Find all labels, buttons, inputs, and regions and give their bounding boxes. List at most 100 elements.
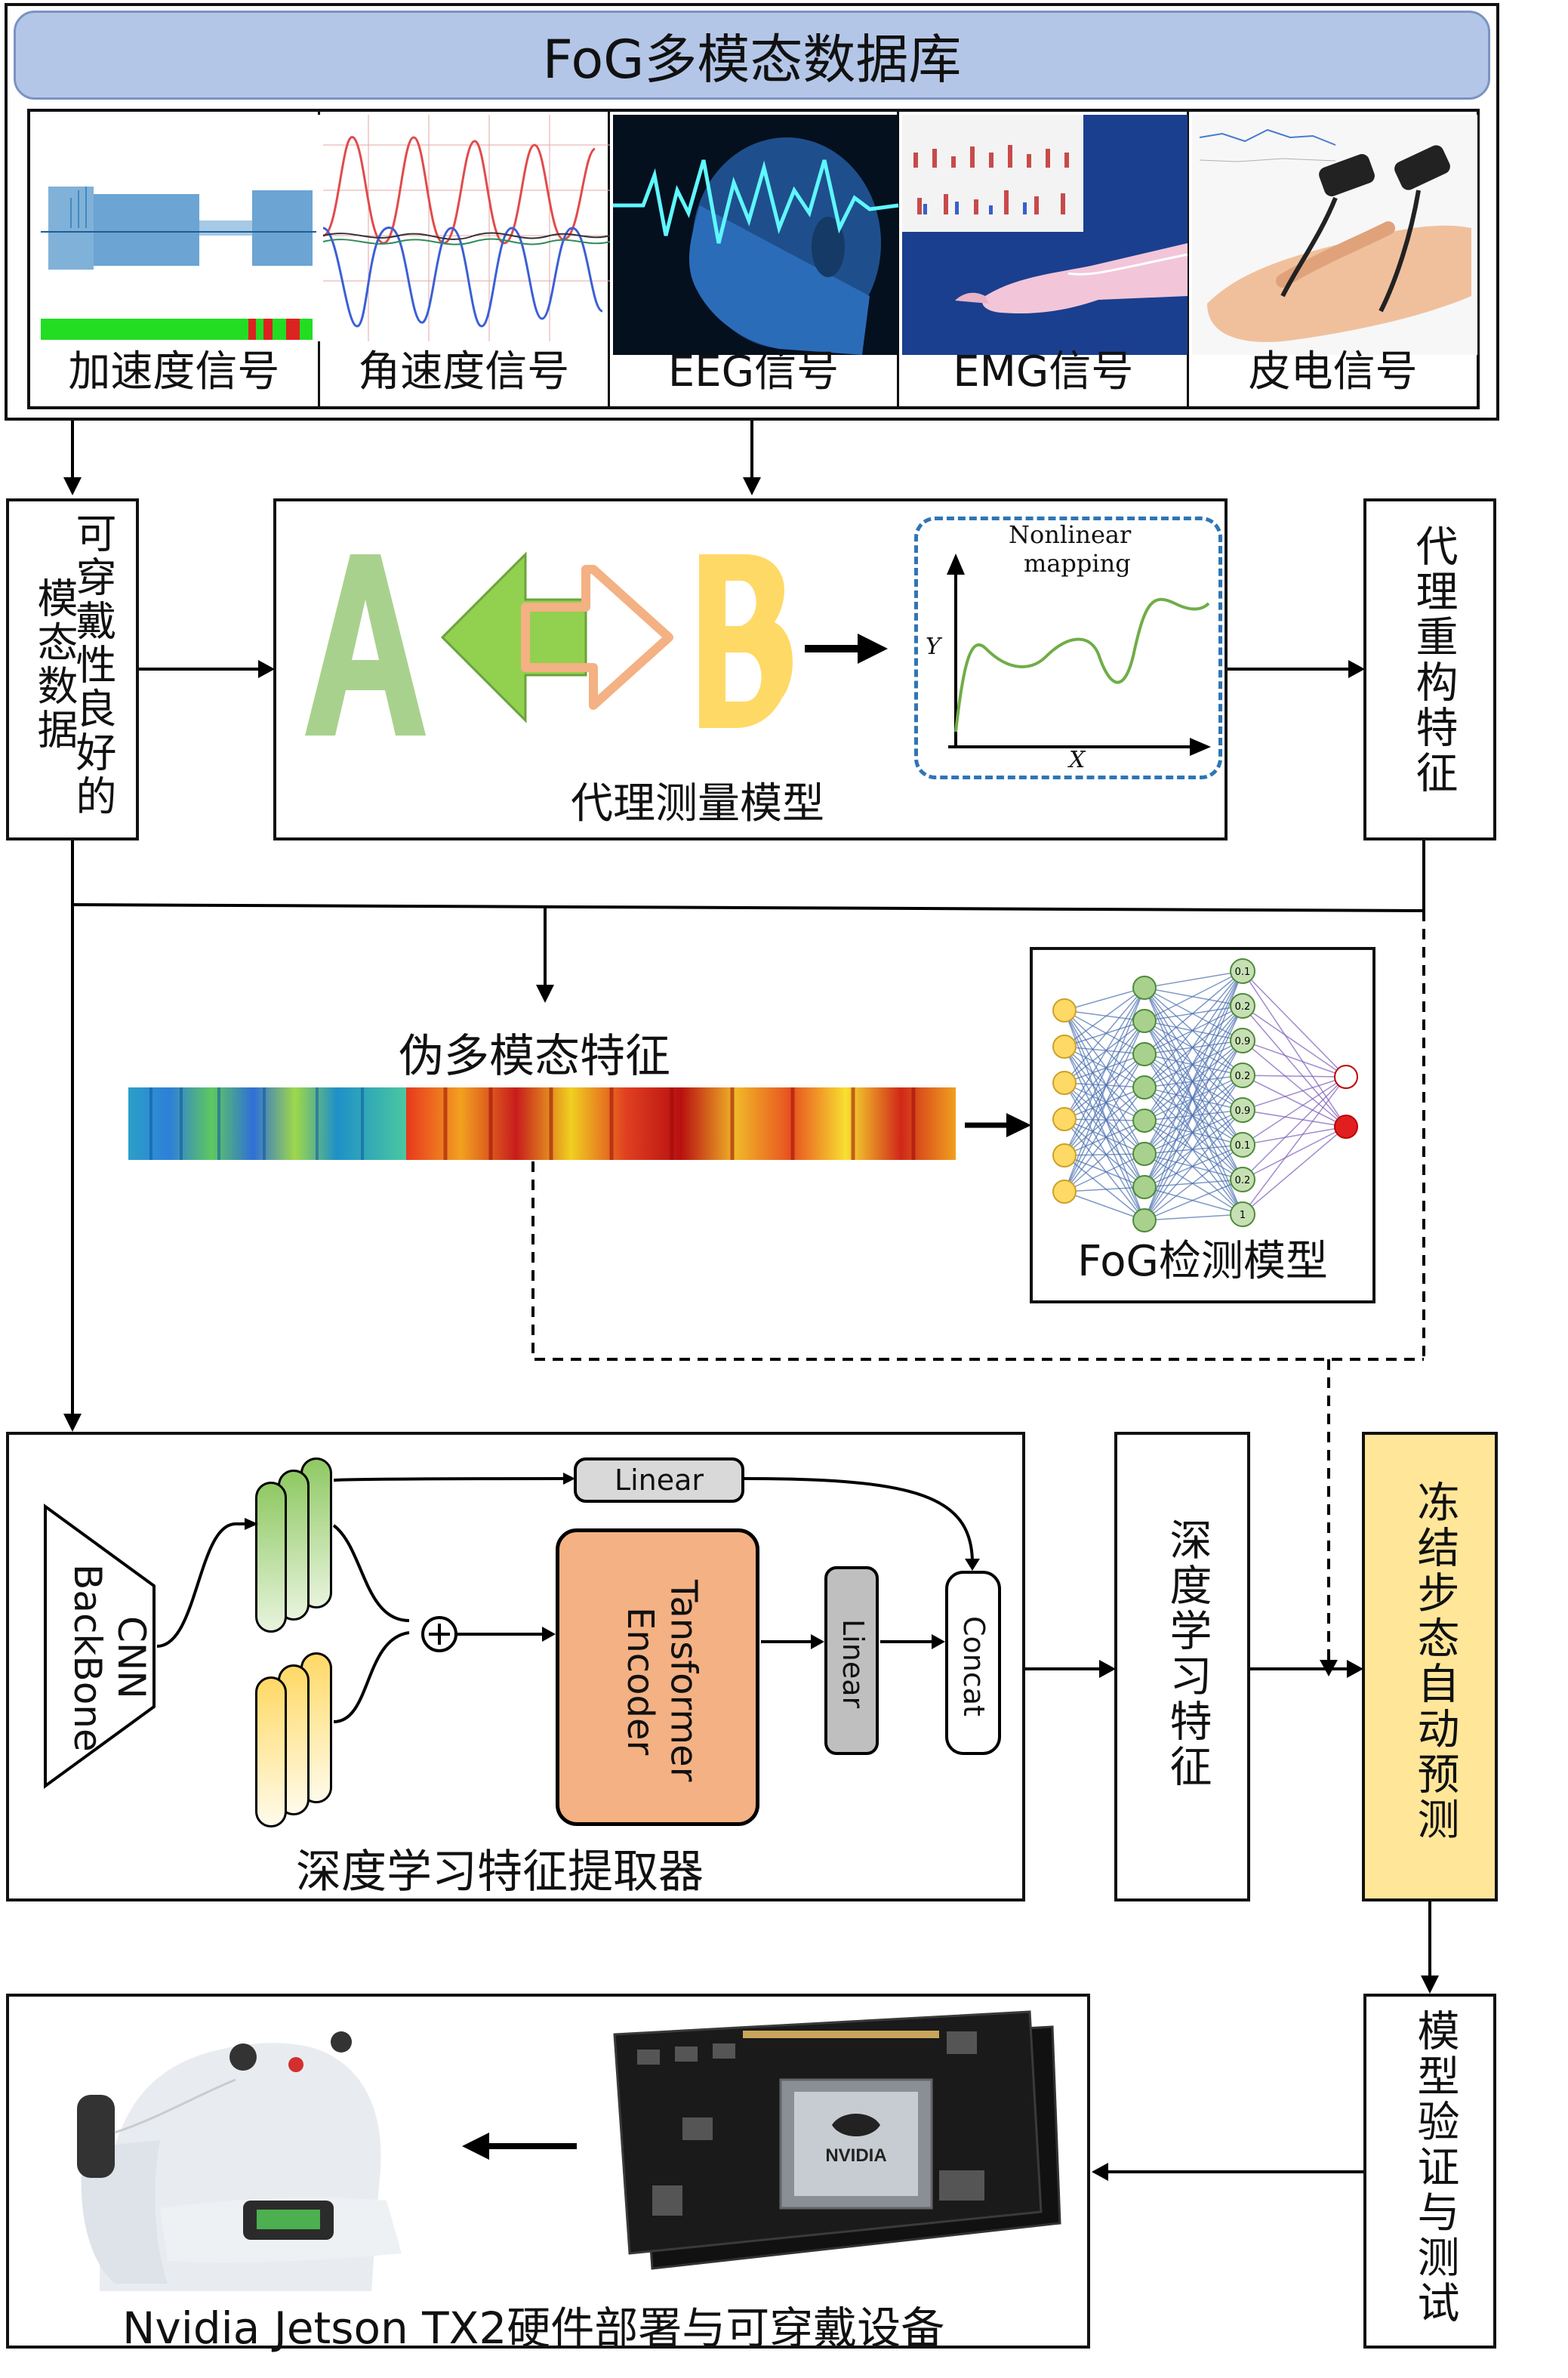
nn-edge xyxy=(1144,987,1243,1111)
nn-node xyxy=(1132,1042,1157,1066)
nn-node xyxy=(1052,1107,1077,1131)
nn-edge xyxy=(1144,1020,1243,1041)
signal-cell-acceleration: 加速度信号 xyxy=(30,112,320,406)
nn-edge xyxy=(1064,987,1145,1011)
prediction-box: 冻结步态自动预测 xyxy=(1362,1432,1498,1901)
nn-node xyxy=(1132,976,1157,1000)
nn-edge xyxy=(1064,1053,1145,1120)
nn-node xyxy=(1230,1063,1255,1088)
reconstructed-feature-label: 代理重构特征 xyxy=(1409,524,1458,796)
nn-edge xyxy=(1144,1053,1243,1076)
nn-edge xyxy=(1242,1126,1347,1146)
nn-edge xyxy=(1064,1053,1145,1084)
nn-edge xyxy=(1064,1046,1145,1088)
bidirectional-arrow-icon xyxy=(440,551,673,723)
nn-node xyxy=(1230,1028,1255,1053)
nn-node xyxy=(1230,958,1255,984)
nn-edge xyxy=(1144,1053,1243,1111)
board-brand-label: NVIDIA xyxy=(825,2145,886,2166)
nn-edge xyxy=(1064,1120,1145,1156)
mapping-title-line2: mapping xyxy=(1024,549,1131,578)
nn-edge xyxy=(1064,987,1145,1084)
nn-edge xyxy=(1064,1020,1145,1084)
nn-edge xyxy=(1242,1005,1347,1127)
nn-node-value: 0.9 xyxy=(1235,1106,1251,1117)
nn-edge xyxy=(1064,1010,1145,1188)
yellow-feature-block-1 xyxy=(255,1676,287,1827)
nn-edge xyxy=(1064,1010,1145,1121)
nn-edge xyxy=(1064,1010,1145,1088)
signal-cell-angular-velocity: 角速度信号 xyxy=(320,112,611,406)
nn-edge xyxy=(1144,1144,1243,1155)
nn-edge xyxy=(1064,1010,1145,1055)
cnn-backbone-label: CNN BackBone xyxy=(66,1563,153,1752)
axis-y-label: Y xyxy=(926,634,941,660)
signal-cell-emg: EMG信号 xyxy=(899,112,1190,406)
nn-node xyxy=(1230,993,1255,1019)
nn-edge xyxy=(1064,987,1145,1120)
signal-cell-gsr: 皮电信号 xyxy=(1189,112,1478,406)
nn-edge xyxy=(1064,1118,1145,1155)
proxy-model-box: Nonlinear mapping Y X 代理测量模型 xyxy=(273,498,1228,840)
nn-node xyxy=(1052,1143,1077,1167)
nn-edge xyxy=(1242,1005,1347,1078)
gsr-hand-icon xyxy=(1192,115,1478,355)
eeg-head-icon xyxy=(612,115,898,355)
nn-edge xyxy=(1144,970,1243,1055)
validation-label: 模型验证与测试 xyxy=(1410,2009,1459,2326)
wearable-data-label-line1: 可穿戴性良好的 xyxy=(69,512,116,819)
nn-edge xyxy=(1064,1020,1145,1047)
mapping-title-line1: Nonlinear xyxy=(1009,520,1132,549)
deep-feature-box: 深度学习特征 xyxy=(1114,1432,1250,1901)
nn-edge xyxy=(1064,1053,1145,1156)
nn-edge xyxy=(1064,1010,1145,1022)
concat-label: Concat xyxy=(957,1615,990,1716)
nn-node xyxy=(1334,1065,1358,1089)
nn-edge xyxy=(1144,987,1243,1041)
nn-node-value: 1 xyxy=(1240,1210,1246,1221)
nn-edge xyxy=(1242,1076,1347,1215)
nn-node xyxy=(1132,1075,1157,1100)
nn-edge xyxy=(1242,970,1347,1078)
concat-box: Concat xyxy=(945,1571,1001,1755)
nn-edge xyxy=(1064,987,1145,1156)
nn-edge xyxy=(1064,1046,1145,1121)
validation-box: 模型验证与测试 xyxy=(1363,1994,1496,2349)
letter-b-icon xyxy=(699,554,793,728)
right-arrow-icon xyxy=(805,634,888,664)
signal-label-gsr: 皮电信号 xyxy=(1248,347,1418,396)
fog-detection-label: FoG检测模型 xyxy=(1077,1237,1328,1286)
deployment-label: Nvidia Jetson TX2硬件部署与可穿戴设备 xyxy=(122,2302,945,2354)
heatmap-to-model-arrow xyxy=(965,1113,1031,1137)
proxy-model-label: 代理测量模型 xyxy=(571,779,824,828)
jetson-board-icon: NVIDIA xyxy=(613,2010,1061,2270)
signal-label-emg: EMG信号 xyxy=(953,347,1134,396)
nn-edge xyxy=(1144,1075,1243,1088)
cnn-backbone-trapezoid xyxy=(44,1504,156,1789)
nn-edge xyxy=(1242,1040,1347,1127)
nn-node xyxy=(1052,998,1077,1022)
nn-edge xyxy=(1144,1109,1243,1121)
nn-edge xyxy=(1242,1075,1347,1127)
nn-node xyxy=(1230,1132,1255,1158)
linear-vertical-box: Linear xyxy=(824,1566,879,1755)
deep-feature-label: 深度学习特征 xyxy=(1163,1518,1212,1790)
nn-node xyxy=(1334,1115,1358,1139)
nn-edge xyxy=(1064,1087,1145,1120)
nn-edge xyxy=(1144,970,1243,1188)
reconstructed-feature-box: 代理重构特征 xyxy=(1363,498,1496,840)
green-feature-block-1 xyxy=(255,1482,287,1633)
nn-edge xyxy=(1064,987,1145,1192)
nn-node xyxy=(1230,1097,1255,1123)
deployment-box: NVIDIA Nvidia Jetson TX2硬件部署与可穿戴设备 xyxy=(6,1994,1090,2354)
nn-edge xyxy=(1064,1046,1145,1155)
nn-edge xyxy=(1144,1087,1243,1111)
nn-edge xyxy=(1242,1126,1347,1215)
wearable-data-label-line2: 模态数据 xyxy=(30,577,78,752)
nn-edge xyxy=(1144,1020,1243,1076)
nn-edge xyxy=(1144,1020,1243,1111)
nn-edge xyxy=(1242,970,1347,1127)
database-title-bar: FoG多模态数据库 xyxy=(14,11,1490,100)
nn-edge xyxy=(1064,1087,1145,1156)
